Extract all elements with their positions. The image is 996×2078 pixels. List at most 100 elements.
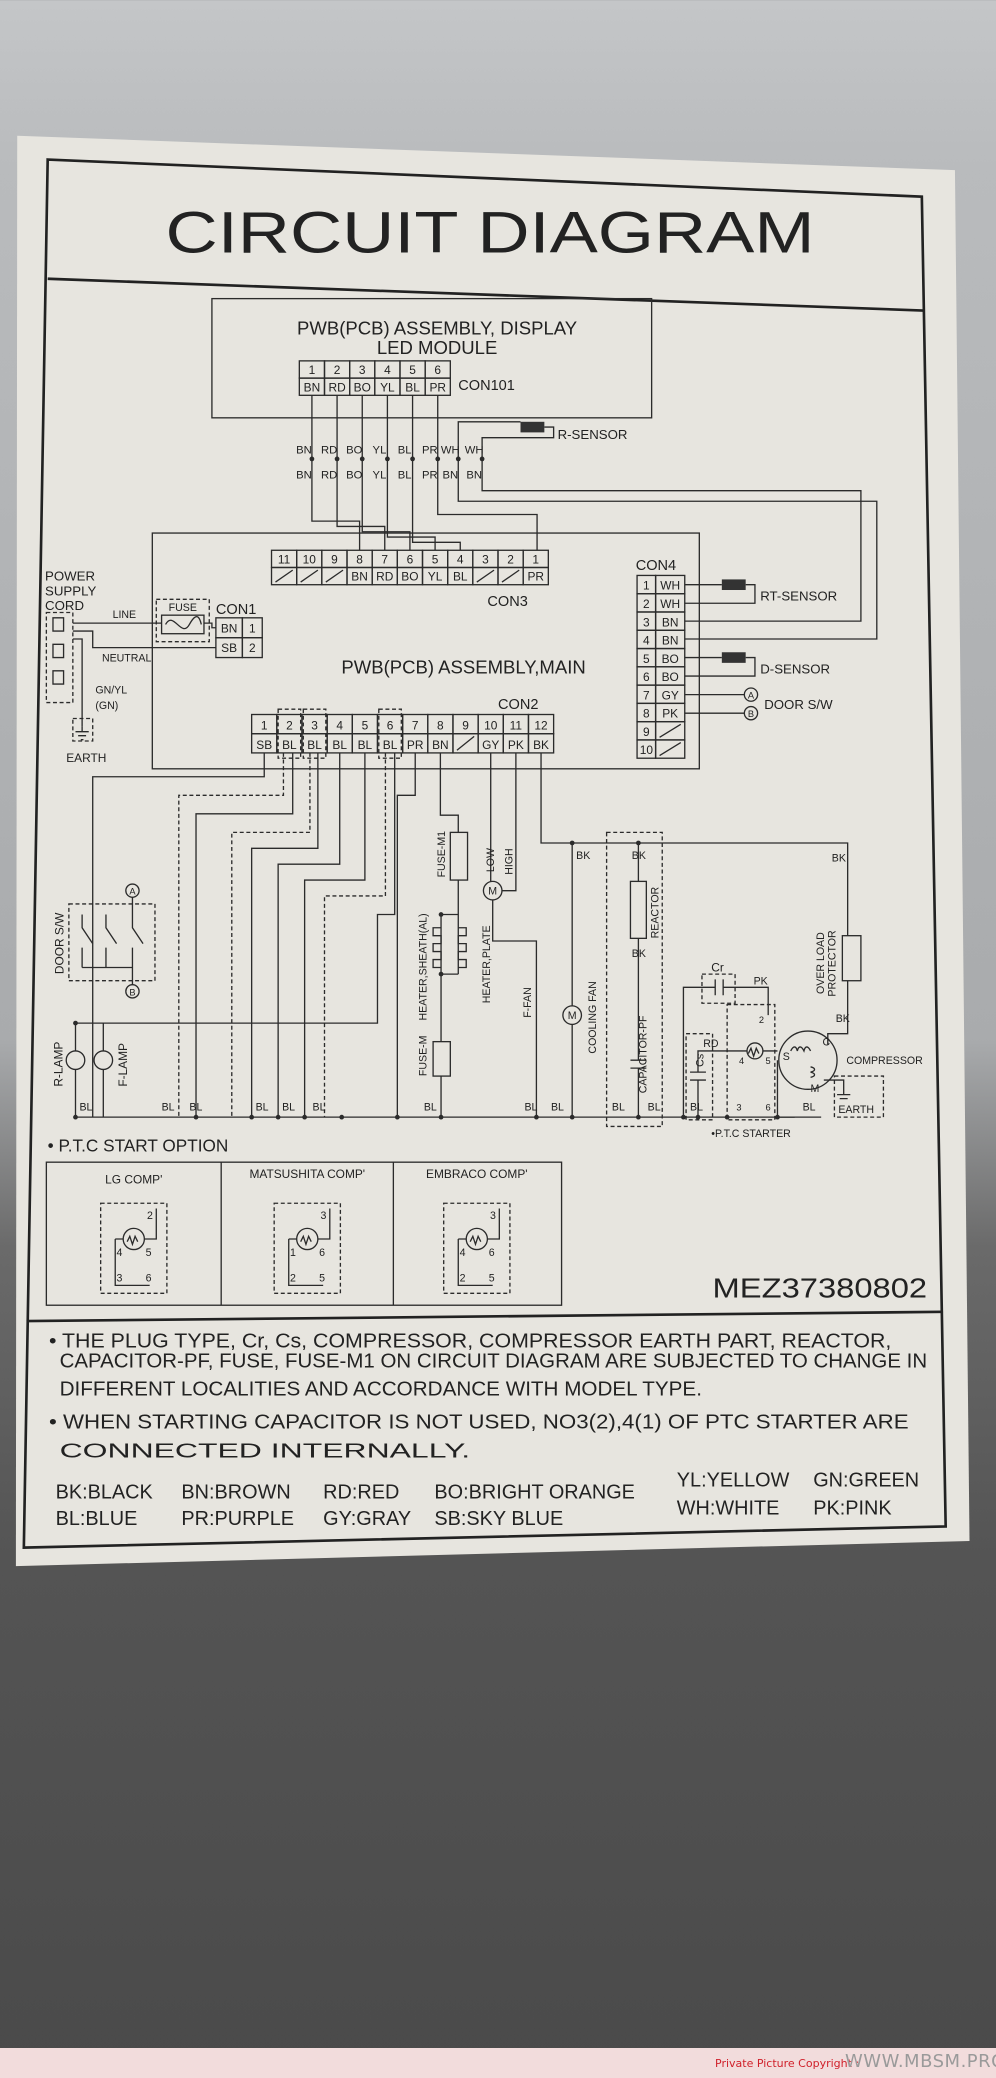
ptc-starter-box xyxy=(726,1003,776,1121)
site-link[interactable]: WWW.MBSM.PRO xyxy=(845,2051,996,2072)
con3-wire-color: PR xyxy=(527,570,544,584)
con2-unused-slash xyxy=(456,735,475,751)
note-line-4: • WHEN STARTING CAPACITOR IS NOT USED, N… xyxy=(49,1411,909,1433)
con101-pin-number: 4 xyxy=(384,363,391,377)
fuse-m-label: FUSE-M xyxy=(417,1036,429,1077)
neutral-wire xyxy=(72,630,216,649)
ptc-option-pin-number: 1 xyxy=(290,1247,296,1259)
door-sw-b-label: B xyxy=(129,987,135,997)
ptc-pin-3: 3 xyxy=(736,1103,741,1113)
plug-pins-icon xyxy=(52,617,65,685)
compressor-label: COMPRESSOR xyxy=(846,1055,923,1067)
high-label: HIGH xyxy=(504,848,516,874)
ptc-option-box xyxy=(443,1202,511,1294)
ptc-option-pin-number: 2 xyxy=(147,1210,153,1222)
con1-pin-number: 2 xyxy=(249,641,256,655)
fan-motor-label: M xyxy=(488,886,497,898)
con1-pin-cell xyxy=(241,637,263,659)
note-line-5: CONNECTED INTERNALLY. xyxy=(60,1441,471,1463)
legend-entry: SB:SKY BLUE xyxy=(434,1508,563,1530)
heater-junction-dot xyxy=(438,912,444,917)
con4-wire-color: GY xyxy=(662,688,679,702)
con2-optional-pin-marker xyxy=(277,708,302,759)
ptc-option-pin-number: 4 xyxy=(117,1247,123,1259)
con2-wire-color: BL xyxy=(282,738,297,752)
con4-wire-color: BN xyxy=(662,615,679,629)
con3-unused-slash xyxy=(476,569,495,583)
con2-pin-number: 3 xyxy=(311,719,318,733)
compressor-s-label: S xyxy=(783,1051,790,1063)
con2-pin-number: 12 xyxy=(534,719,548,733)
plug-icon xyxy=(45,611,74,704)
fuse-element-icon xyxy=(164,615,202,630)
rd-label: RD xyxy=(703,1038,719,1050)
bl-wire-label: BL xyxy=(524,1102,537,1114)
con2-wire-color: BL xyxy=(383,738,398,752)
cr-capacitor-icon xyxy=(714,979,724,996)
con4-wire-color: WH xyxy=(660,597,680,611)
ptc-option-pin-number: 5 xyxy=(146,1247,152,1259)
title-divider xyxy=(47,277,924,312)
d-sensor-icon xyxy=(721,652,746,663)
fuse-icon xyxy=(160,614,205,635)
con4-sensor-wires xyxy=(684,584,756,714)
con2-pin-number: 7 xyxy=(412,719,419,733)
display-pcb-box xyxy=(211,297,653,419)
heater-plate-icon xyxy=(457,927,467,969)
harness-top-color: WH xyxy=(465,445,484,457)
harness-top-color: PR xyxy=(422,445,438,457)
fuse-label: FUSE xyxy=(169,602,197,614)
con2-pin-number: 10 xyxy=(484,719,498,733)
heater-sheath-label: HEATER,SHEATH(AL) xyxy=(417,913,429,1020)
ptc-thermistor-icon xyxy=(746,1042,764,1060)
gnyl-label: GN/YL xyxy=(95,684,127,696)
pk-label: PK xyxy=(754,976,768,988)
ptc-pin-6: 6 xyxy=(766,1103,771,1113)
fan-motor-icon xyxy=(482,880,503,901)
ptc-option-pin-number: 5 xyxy=(319,1272,325,1284)
con4-pin-number: 2 xyxy=(643,597,650,611)
con3-unused-slash xyxy=(300,569,319,583)
con4-wire-color: BN xyxy=(662,634,679,648)
legend-entry: WH:WHITE xyxy=(677,1497,780,1519)
compressor-m-label: M xyxy=(811,1083,820,1095)
con3-pin-number: 2 xyxy=(507,553,514,567)
ptc-option-wiring xyxy=(457,1208,500,1287)
earth-wire xyxy=(72,638,83,727)
heater-junction-dot xyxy=(438,971,444,977)
bl-wire-label: BL xyxy=(690,1102,703,1114)
legend-entry: GY:GRAY xyxy=(323,1508,411,1530)
display-pcb-subtitle: LED MODULE xyxy=(377,337,497,358)
bk-label: BK xyxy=(836,1013,850,1025)
cr-box xyxy=(701,973,736,1004)
rail-junction-dot xyxy=(275,1114,281,1120)
line-label: LINE xyxy=(113,609,137,621)
reactor-box xyxy=(605,831,663,1128)
con3-unused-slash xyxy=(325,569,344,583)
con2-optional-pin-marker xyxy=(378,708,402,759)
con4-pin-number: 1 xyxy=(643,579,650,593)
low-label: LOW xyxy=(485,848,497,872)
bl-wire-label: BL xyxy=(79,1102,92,1114)
harness-top-color: RD xyxy=(321,445,337,457)
compressor-earth-label: EARTH xyxy=(838,1104,874,1116)
d-sensor-label: D-SENSOR xyxy=(760,661,830,676)
bl-wire-label: BL xyxy=(612,1102,625,1114)
con2-pin-number: 8 xyxy=(437,719,444,733)
bl-wire-label: BL xyxy=(648,1102,661,1114)
bk-label: BK xyxy=(576,850,590,862)
ptc-option-pin-number: 4 xyxy=(460,1247,466,1259)
con3-label: CON3 xyxy=(487,594,527,610)
ptc-option-wiring xyxy=(288,1208,331,1287)
con2-wire-color: PR xyxy=(407,738,424,752)
bk-label: BK xyxy=(632,850,646,862)
footer: Private Picture Copyright : WWW.MBSM.PRO xyxy=(0,2048,996,2078)
con4-pin-number: 4 xyxy=(643,634,650,648)
harness-top-color: BN xyxy=(296,445,312,457)
ptc-option-pin-number: 6 xyxy=(489,1247,495,1259)
power-cord-label-1: POWER xyxy=(45,569,95,584)
